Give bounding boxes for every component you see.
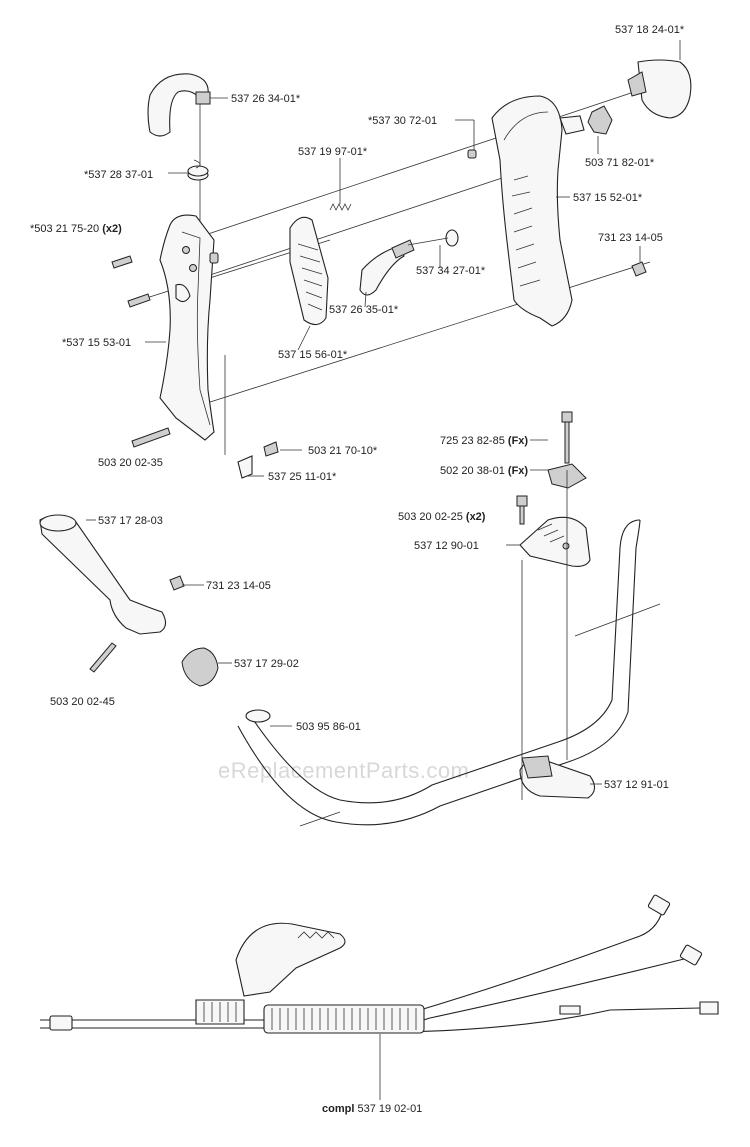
label-537307201: *537 30 72-01 [368, 115, 437, 127]
cable-harness [40, 894, 719, 1034]
label-537182401: 537 18 24-01* [615, 24, 685, 36]
label-503200225: 503 20 02-25 (x2) [398, 511, 486, 523]
leader-lines [86, 40, 681, 1100]
left-handle-half-part [159, 214, 219, 441]
label-537342701: 537 34 27-01* [416, 265, 486, 277]
label-537155201: 537 15 52-01* [573, 192, 643, 204]
label-537190201: compl 537 19 02-01 [322, 1103, 422, 1115]
assembly-axis-lines [139, 85, 651, 455]
label-731231405-mid: 731 23 14-05 [206, 580, 271, 592]
label-537263401: 537 26 34-01* [231, 93, 301, 105]
spring-part [187, 159, 209, 181]
label-503200235: 503 20 02-35 [98, 457, 163, 469]
label-537251101: 537 25 11-01* [268, 471, 337, 483]
label-537155301: *537 15 53-01 [62, 337, 131, 349]
grip-part [39, 514, 167, 635]
label-537129101: 537 12 91-01 [604, 779, 669, 791]
nut2-part [169, 575, 185, 591]
knob-part [587, 105, 613, 135]
sleeve-part [245, 709, 271, 723]
label-731231405-top: 731 23 14-05 [598, 232, 663, 244]
clamp-part [181, 647, 219, 687]
label-537172803: 537 17 28-03 [98, 515, 163, 527]
label-537283701: *537 28 37-01 [84, 169, 153, 181]
label-537199701: 537 19 97-01* [298, 146, 368, 158]
label-537263501: 537 26 35-01* [329, 304, 399, 316]
label-537155601: 537 15 56-01* [278, 349, 348, 361]
label-503217010: 503 21 70-10* [308, 445, 378, 457]
right-handle-half-part [491, 95, 585, 327]
label-502203801: 502 20 38-01 (Fx) [440, 465, 528, 477]
part-labels: 537 18 24-01* 537 26 34-01* *537 30 72-0… [30, 24, 685, 1115]
plate-lower-part [519, 755, 596, 799]
loop-handle-tube [237, 519, 661, 827]
label-725238285: 725 23 82-85 (Fx) [440, 435, 528, 447]
throttle-trigger-part [289, 216, 329, 326]
watermark-text: eReplacementParts.com [218, 758, 469, 783]
label-537129001: 537 12 90-01 [414, 540, 479, 552]
screws [89, 255, 573, 673]
label-503200245: 503 20 02-45 [50, 696, 115, 708]
end-cap-part [627, 59, 692, 119]
trigger-spring-part [329, 203, 352, 211]
small-parts [237, 149, 477, 479]
label-503718201: 503 71 82-01* [585, 157, 655, 169]
label-537172902: 537 17 29-02 [234, 658, 299, 670]
lever-part [359, 229, 459, 296]
label-503958601: 503 95 86-01 [296, 721, 361, 733]
plate-upper-part [519, 516, 591, 567]
label-503217520: *503 21 75-20 (x2) [30, 223, 122, 235]
nut-part [631, 261, 647, 277]
trigger-lock-part [147, 73, 211, 137]
